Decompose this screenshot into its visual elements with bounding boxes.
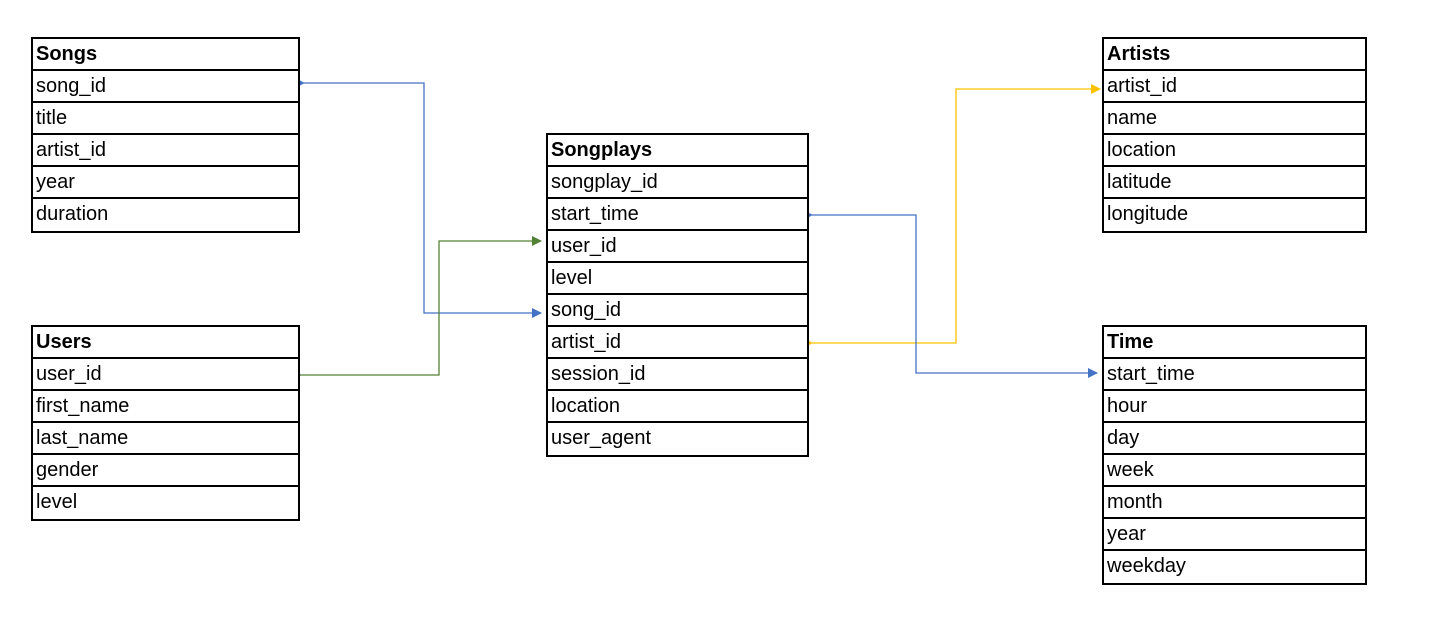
link-time-start-time	[803, 210, 1098, 378]
table-column: week	[1104, 455, 1365, 487]
table-column: name	[1104, 103, 1365, 135]
time-table: Time start_time hour day week month year…	[1102, 325, 1367, 585]
table-column: location	[1104, 135, 1365, 167]
table-column: level	[548, 263, 807, 295]
artists-table: Artists artist_id name location latitude…	[1102, 37, 1367, 233]
users-table: Users user_id first_name last_name gende…	[31, 325, 300, 521]
table-header: Artists	[1104, 39, 1365, 71]
table-header: Users	[33, 327, 298, 359]
table-column: year	[33, 167, 298, 199]
link-songs-song-id	[295, 78, 542, 318]
table-column: artist_id	[548, 327, 807, 359]
table-column: hour	[1104, 391, 1365, 423]
table-column: session_id	[548, 359, 807, 391]
table-column: song_id	[33, 71, 298, 103]
table-column: songplay_id	[548, 167, 807, 199]
table-column: location	[548, 391, 807, 423]
table-column: user_agent	[551, 427, 652, 449]
table-column: start_time	[548, 199, 807, 231]
table-column: year	[1104, 519, 1365, 551]
table-column: first_name	[33, 391, 298, 423]
table-column: day	[1104, 423, 1365, 455]
table-column: title	[33, 103, 298, 135]
table-column: month	[1104, 487, 1365, 519]
table-column: user_id	[548, 231, 807, 263]
songs-table: Songs song_id title artist_id year durat…	[31, 37, 300, 233]
table-column: last_name	[33, 423, 298, 455]
table-column: user_id	[33, 359, 298, 391]
link-users-user-id	[292, 236, 542, 380]
table-column: start_time	[1104, 359, 1365, 391]
table-column: duration	[36, 203, 109, 225]
table-column: gender	[33, 455, 298, 487]
link-artists-artist-id	[803, 84, 1101, 348]
table-column: longitude	[1107, 203, 1189, 225]
table-column: song_id	[548, 295, 807, 327]
table-column: weekday	[1107, 555, 1186, 577]
table-column: artist_id	[1104, 71, 1365, 103]
songplays-table: Songplays songplay_id start_time user_id…	[546, 133, 809, 457]
table-header: Songplays	[548, 135, 807, 167]
table-column: level	[36, 491, 78, 513]
table-column: latitude	[1104, 167, 1365, 199]
table-header: Songs	[33, 39, 298, 71]
table-column: artist_id	[33, 135, 298, 167]
table-header: Time	[1104, 327, 1365, 359]
